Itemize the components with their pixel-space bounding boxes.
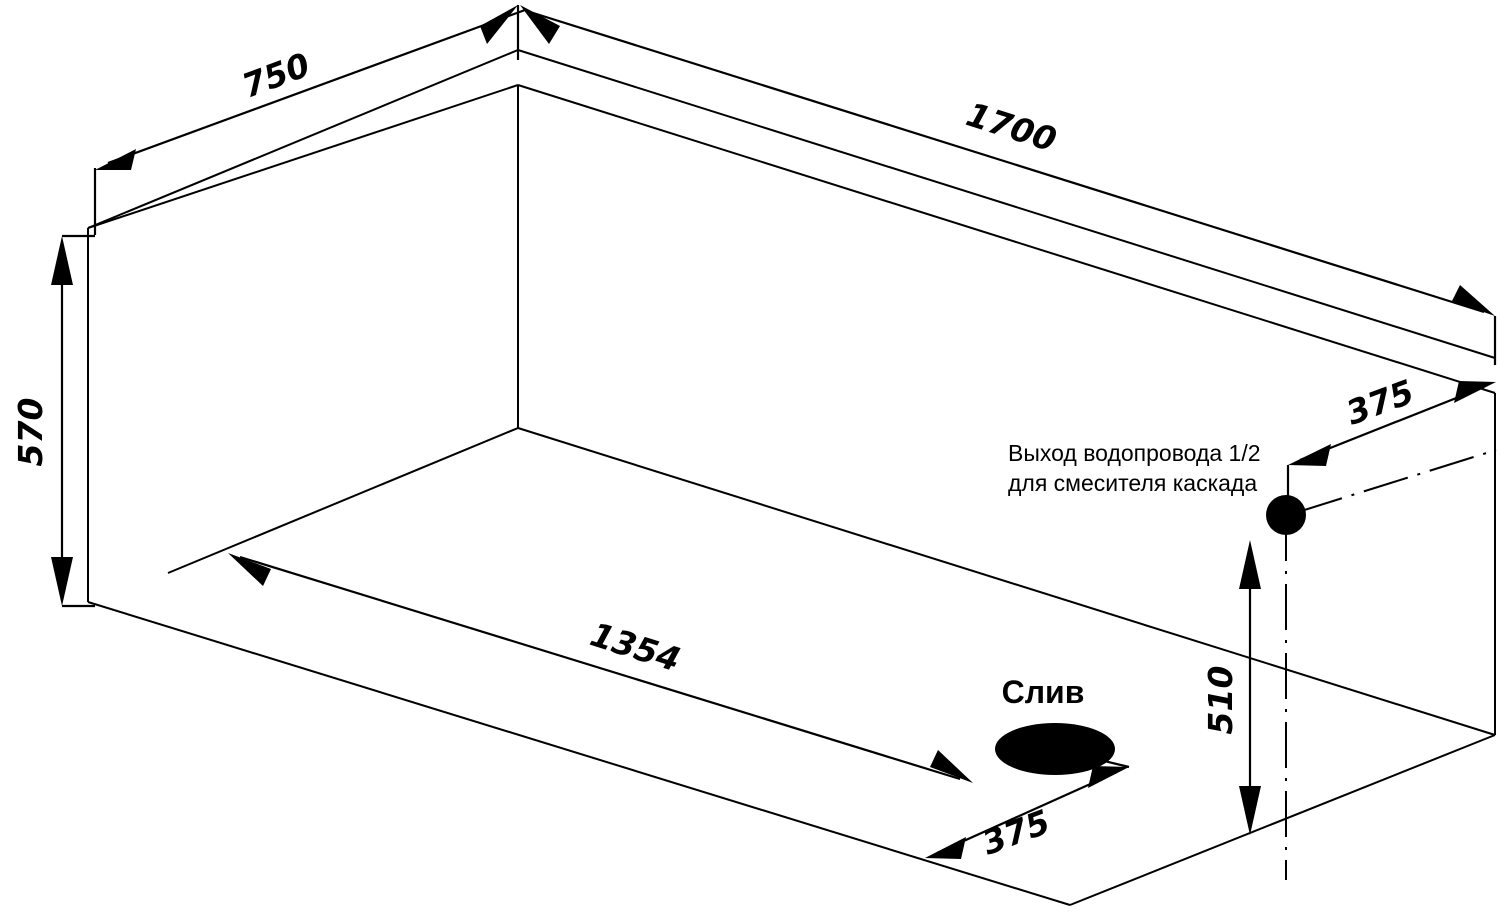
- dim-375-outlet-leader: [1297, 449, 1497, 513]
- dimension-510: 510: [1201, 540, 1261, 835]
- interior-floor-edge-left: [167, 427, 519, 574]
- annotation-labels: Слив Выход водопровода 1/2 для смесителя…: [1002, 440, 1261, 710]
- rim-edge-back-right: [517, 49, 1496, 359]
- dim-375-outlet-arrow-end: [1454, 381, 1496, 403]
- bottom-edge-front-left: [87, 601, 1071, 906]
- dim-375-outlet-arrow-start: [1288, 444, 1331, 466]
- water-outlet-note-line-2: для смесителя каскада: [1008, 470, 1257, 496]
- dim-1354-value: 1354: [586, 615, 685, 680]
- dim-1700-arrow-start: [520, 5, 560, 44]
- dim-510-value: 510: [1201, 666, 1240, 735]
- dim-750-line: [107, 8, 526, 165]
- dim-1354-line: [239, 555, 961, 781]
- dim-750-value: 750: [237, 45, 315, 106]
- bottom-edge-front-right: [1069, 734, 1496, 906]
- dimension-750: 750: [93, 5, 526, 235]
- dim-570-arrow-bottom: [51, 557, 73, 606]
- dim-1700-arrow-end: [1452, 285, 1495, 316]
- dimension-375-outlet: 375: [1286, 372, 1497, 513]
- water-outlet-note-line-1: Выход водопровода 1/2: [1008, 440, 1261, 466]
- dimension-570: 570: [11, 234, 95, 608]
- dim-1354-arrow-end: [930, 750, 973, 783]
- dim-1354-arrow-start: [228, 553, 271, 586]
- dim-750-arrow-end: [480, 5, 518, 44]
- dim-510-arrow-top: [1239, 540, 1261, 589]
- dim-375-drain-value: 375: [977, 802, 1055, 863]
- dim-375-outlet-value: 375: [1341, 372, 1419, 433]
- dim-375-drain-arrow-end: [1088, 766, 1129, 788]
- dim-570-value: 570: [11, 398, 50, 467]
- dim-375-outlet-line: [1299, 385, 1485, 462]
- dim-375-drain-arrow-start: [925, 837, 966, 859]
- dim-375-drain-extension: [1054, 747, 1130, 769]
- tub-body-edges: [87, 49, 1496, 906]
- rim-inner-edge-left: [87, 84, 519, 229]
- interior-floor-edge-right: [517, 427, 1496, 736]
- drain-label: Слив: [1002, 674, 1085, 710]
- dim-1700-value: 1700: [962, 95, 1061, 160]
- dim-750-arrow-start: [95, 149, 136, 170]
- dim-570-arrow-top: [51, 236, 73, 285]
- rim-inner-edge-right: [517, 84, 1496, 394]
- rim-edge-back-left: [87, 49, 519, 229]
- dim-1700-line: [529, 10, 1485, 314]
- dim-375-drain-line: [936, 770, 1118, 855]
- dimension-1354: 1354: [228, 553, 973, 783]
- dim-510-arrow-bottom: [1239, 786, 1261, 835]
